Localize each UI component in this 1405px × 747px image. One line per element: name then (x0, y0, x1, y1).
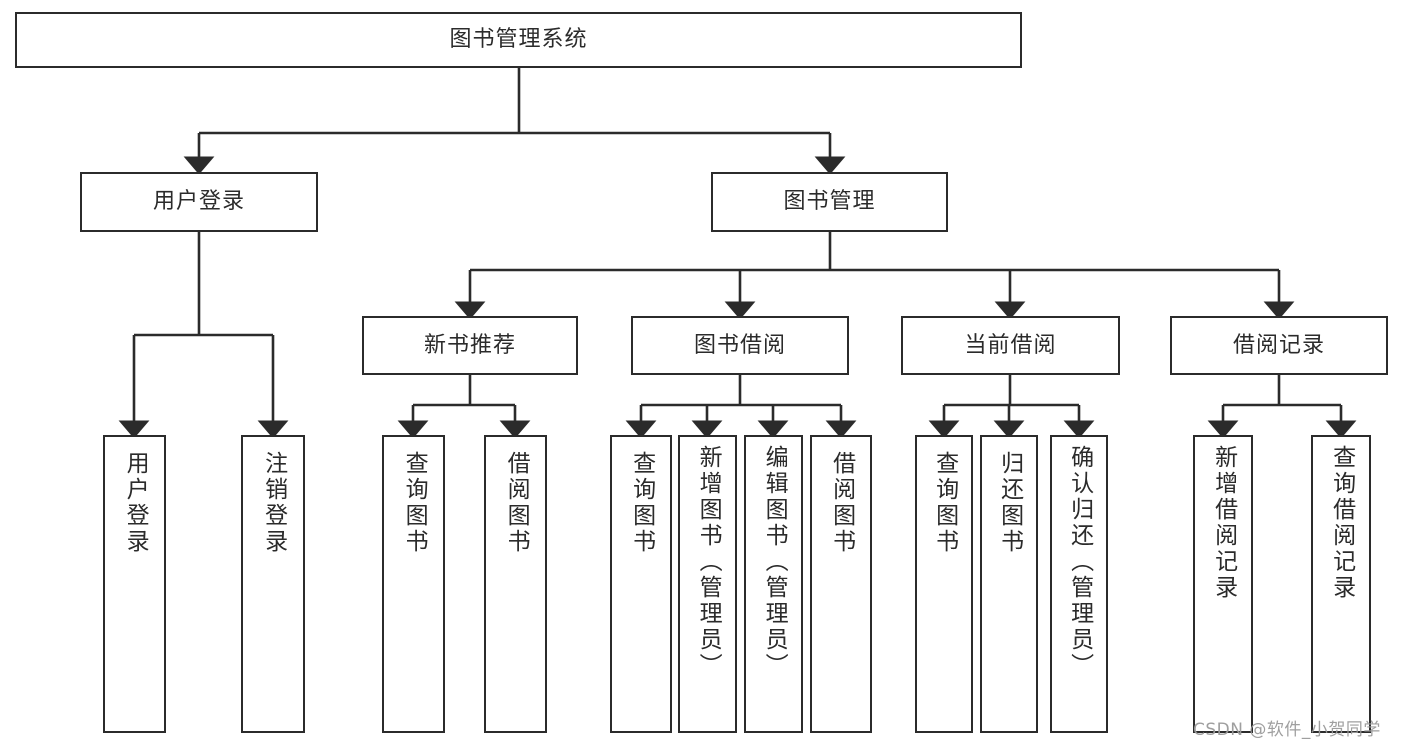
node-leaf-add-book-label: 新增图书（管理员） (695, 445, 722, 679)
node-leaf-borrow-book-recommend-label: 借阅图书 (503, 451, 530, 555)
node-leaf-logout-label: 注销登录 (260, 451, 287, 555)
node-leaf-add-borrow-record[interactable]: 新增借阅记录 (1193, 435, 1253, 733)
node-user-login-label: 用户登录 (152, 189, 245, 215)
node-book-borrow[interactable]: 图书借阅 (631, 316, 849, 375)
node-leaf-borrow-book[interactable]: 借阅图书 (810, 435, 872, 733)
node-current-borrow[interactable]: 当前借阅 (901, 316, 1120, 375)
node-book-management-label: 图书管理 (783, 189, 876, 215)
node-leaf-add-borrow-record-label: 新增借阅记录 (1210, 445, 1237, 601)
node-leaf-return-book-label: 归还图书 (996, 451, 1023, 555)
node-leaf-confirm-return[interactable]: 确认归还（管理员） (1050, 435, 1108, 733)
node-leaf-return-book[interactable]: 归还图书 (980, 435, 1038, 733)
node-book-borrow-label: 图书借阅 (693, 332, 786, 358)
node-leaf-query-book-recommend[interactable]: 查询图书 (382, 435, 445, 733)
node-root[interactable]: 图书管理系统 (15, 12, 1022, 68)
node-user-login[interactable]: 用户登录 (80, 172, 318, 232)
node-leaf-confirm-return-label: 确认归还（管理员） (1066, 445, 1093, 679)
node-current-borrow-label: 当前借阅 (964, 332, 1057, 358)
node-root-label: 图书管理系统 (449, 27, 588, 53)
csdn-watermark: CSDN @软件_小贺同学 (1193, 720, 1381, 740)
node-book-management[interactable]: 图书管理 (711, 172, 948, 232)
node-leaf-edit-book-label: 编辑图书（管理员） (761, 445, 788, 679)
node-leaf-logout[interactable]: 注销登录 (241, 435, 305, 733)
node-leaf-query-borrow-record-label: 查询借阅记录 (1328, 445, 1355, 601)
node-leaf-edit-book[interactable]: 编辑图书（管理员） (744, 435, 803, 733)
node-borrow-record[interactable]: 借阅记录 (1170, 316, 1388, 375)
node-leaf-query-book-borrow-label: 查询图书 (628, 451, 655, 555)
node-new-book-recommend-label: 新书推荐 (423, 332, 516, 358)
node-leaf-borrow-book-recommend[interactable]: 借阅图书 (484, 435, 547, 733)
node-leaf-user-login-label: 用户登录 (122, 451, 149, 555)
node-leaf-query-book-current[interactable]: 查询图书 (915, 435, 973, 733)
node-new-book-recommend[interactable]: 新书推荐 (362, 316, 578, 375)
node-leaf-user-login[interactable]: 用户登录 (103, 435, 166, 733)
node-borrow-record-label: 借阅记录 (1232, 332, 1325, 358)
node-leaf-borrow-book-label: 借阅图书 (828, 451, 855, 555)
node-leaf-query-book-borrow[interactable]: 查询图书 (610, 435, 672, 733)
node-leaf-query-borrow-record[interactable]: 查询借阅记录 (1311, 435, 1371, 733)
node-leaf-add-book[interactable]: 新增图书（管理员） (678, 435, 737, 733)
node-leaf-query-book-current-label: 查询图书 (931, 451, 958, 555)
node-leaf-query-book-recommend-label: 查询图书 (401, 451, 428, 555)
